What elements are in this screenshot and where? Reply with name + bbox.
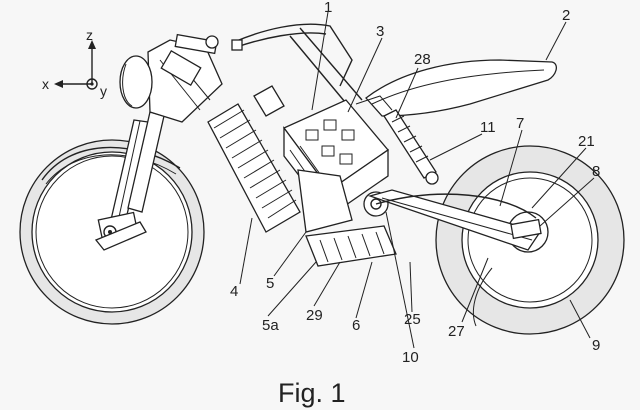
figure-caption: Fig. 1 [278,378,346,408]
lower-box [305,225,397,267]
label-27: 27 [448,323,465,340]
label-3: 3 [376,23,384,40]
axis-label-z: z [86,27,93,43]
leader-lines [239,11,595,349]
label-25: 25 [404,311,421,328]
label-28: 28 [414,51,431,68]
swing-arm [367,189,542,251]
axis-label-x: x [42,76,49,92]
label-6: 6 [352,317,360,334]
label-5a: 5a [262,317,279,334]
label-8: 8 [592,163,600,180]
axis-label-y: y [100,83,107,99]
front-fork [94,33,223,251]
label-5: 5 [266,275,274,292]
label-29: 29 [306,307,323,324]
axes-indicator: z x y [42,27,107,99]
rear-shock [383,109,439,185]
label-4: 4 [230,283,238,300]
label-7: 7 [516,115,524,132]
label-2: 2 [562,7,570,24]
label-1: 1 [324,0,332,16]
label-21: 21 [578,133,595,150]
label-10: 10 [402,349,419,366]
label-11: 11 [480,119,496,136]
frame-top [231,23,363,109]
battery-pack [207,85,301,233]
drive-motor [297,169,389,233]
seat [365,59,558,117]
reference-labels: 1 2 3 28 11 7 21 8 9 4 5 5a 29 6 25 10 2… [230,0,600,366]
label-9: 9 [592,337,600,354]
